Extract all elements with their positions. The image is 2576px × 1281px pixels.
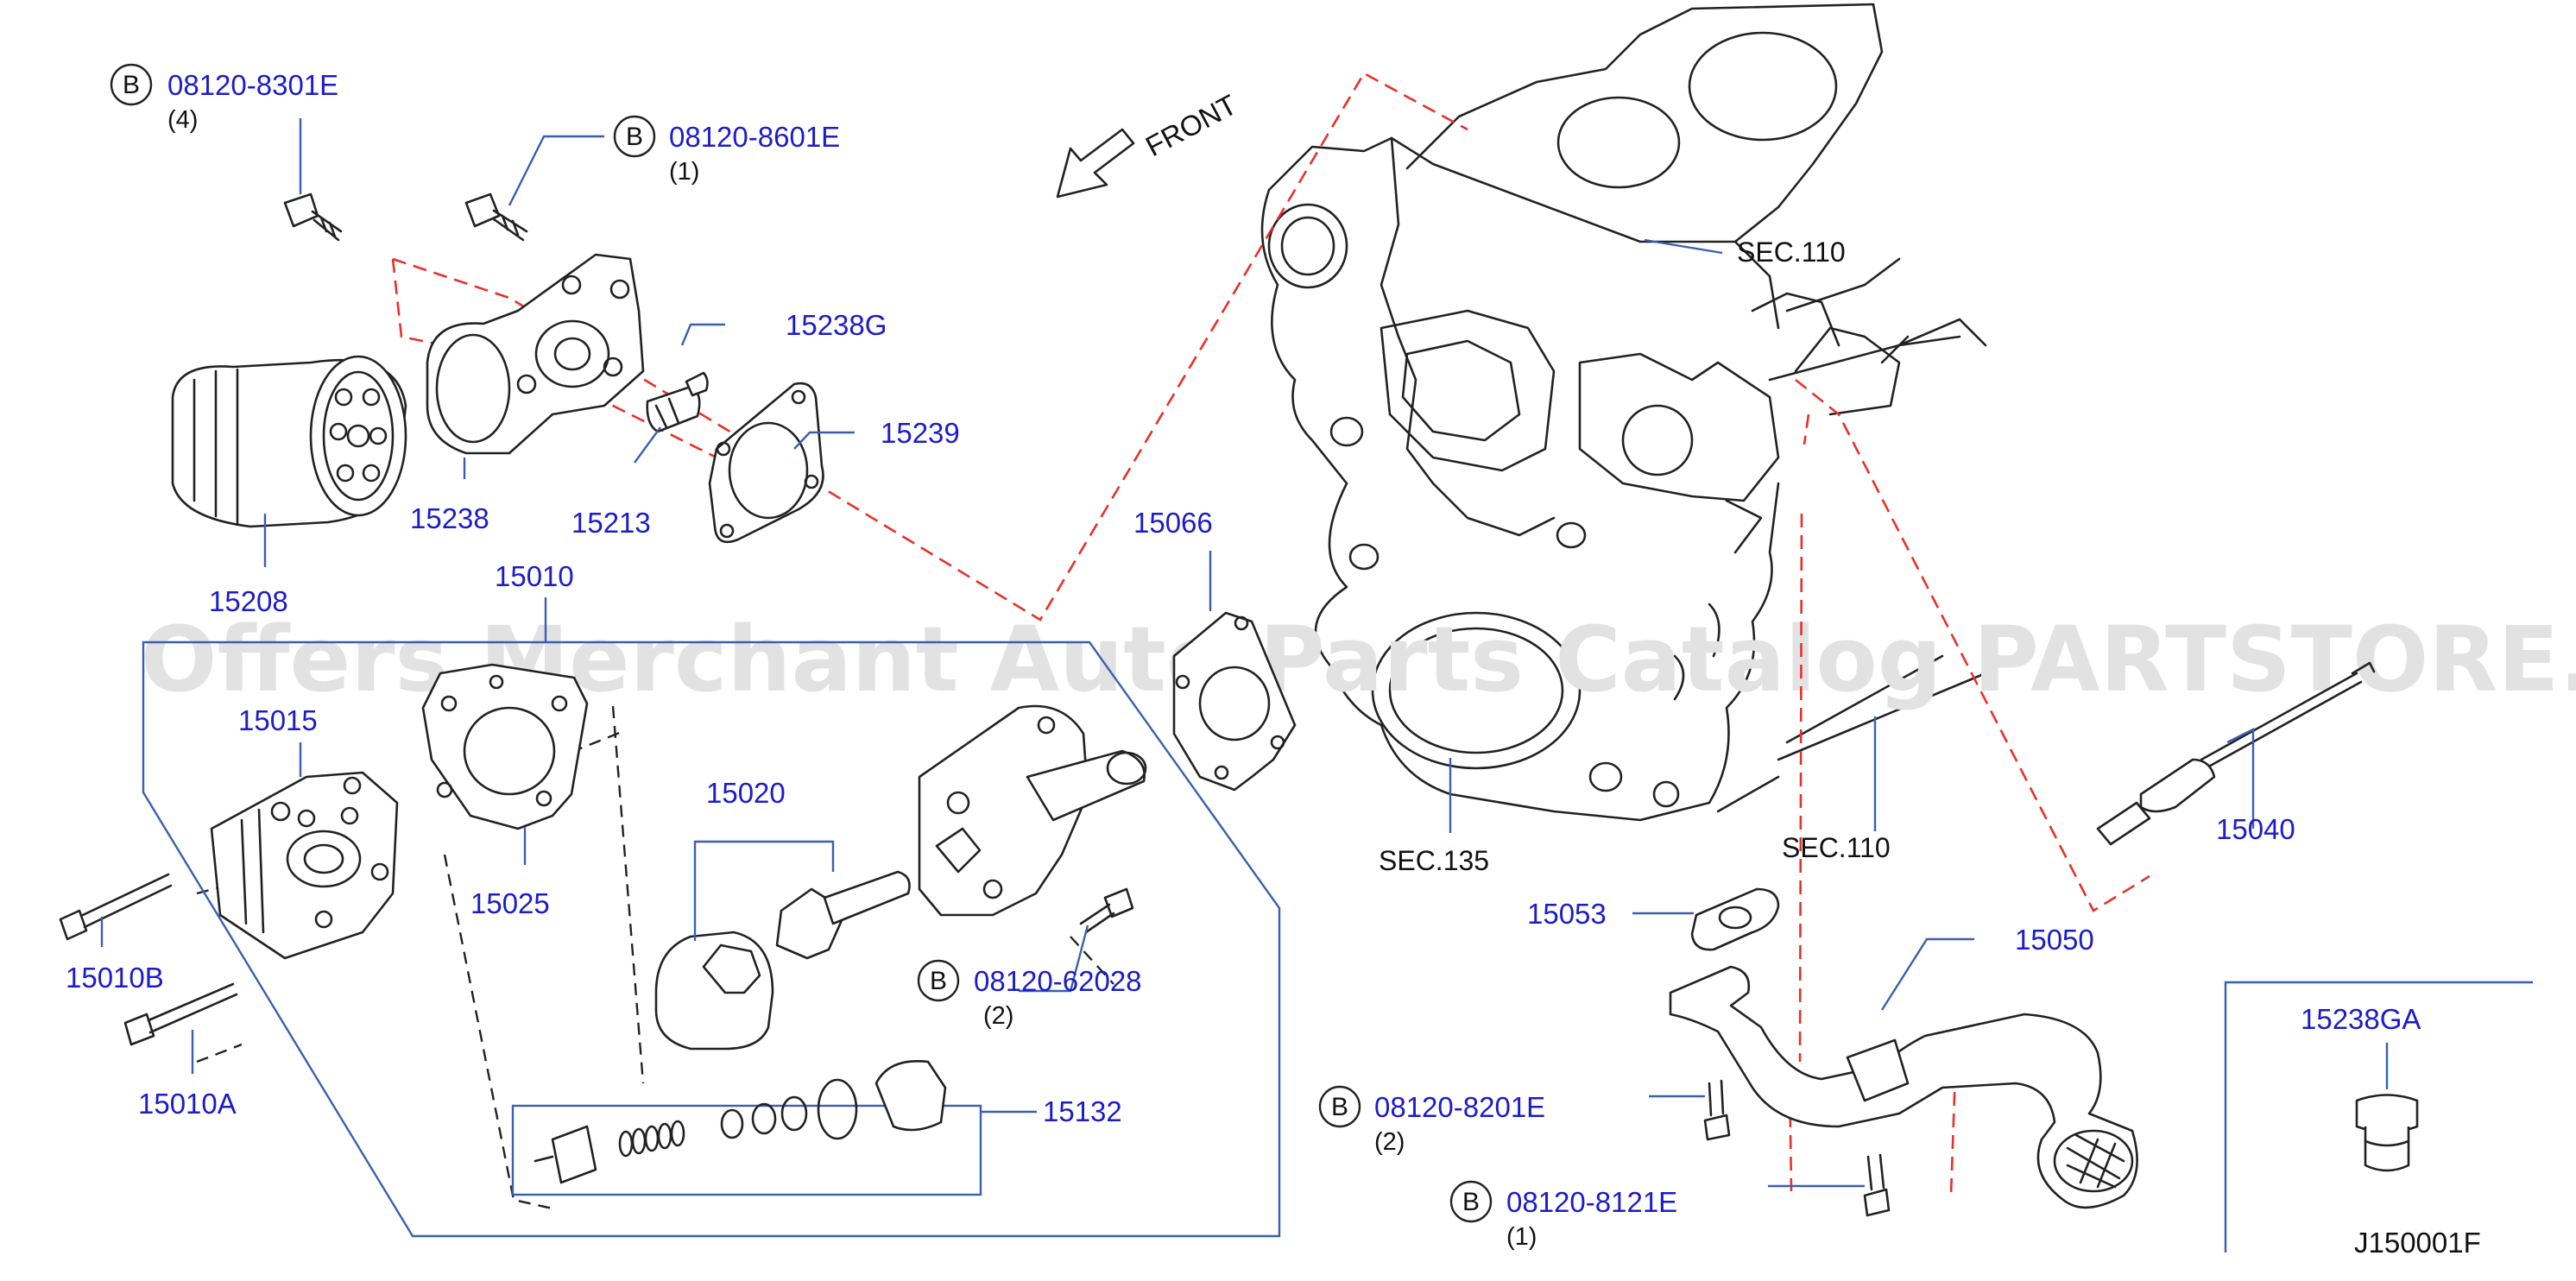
front-direction-arrow: FRONT [1056, 88, 1242, 199]
badge-b: B [917, 959, 960, 1002]
badge-b: B [110, 63, 153, 106]
bolt-08120-8201E[interactable] [1703, 1079, 1731, 1141]
part-label-15053[interactable]: 15053 [1527, 898, 1607, 930]
pump-body[interactable] [918, 704, 1147, 917]
pump-rotor-inner-15020[interactable] [775, 870, 911, 960]
relief-valve-kit-frame [511, 1104, 982, 1196]
bolt-label-08120-8121E[interactable]: 08120-8121E [1506, 1186, 1677, 1218]
svg-text:B: B [930, 967, 947, 995]
badge-b: B [1449, 1180, 1493, 1223]
bolt-qty-08120-8121E: (1) [1506, 1223, 1537, 1251]
drain-plug-15238GA[interactable] [2355, 1094, 2419, 1172]
part-label-15015[interactable]: 15015 [238, 704, 318, 736]
part-label-15010[interactable]: 15010 [495, 560, 574, 592]
bracket-plug-15238G[interactable] [685, 371, 709, 397]
filter-bracket-15238[interactable] [426, 253, 645, 455]
pump-assembly-dashed-line [196, 705, 1114, 1210]
leader-lines [100, 118, 2389, 1188]
svg-text:B: B [626, 123, 643, 151]
bolt-qty-08120-8301E: (4) [167, 106, 198, 134]
section-ref-sec110-bottom[interactable]: SEC.110 [1782, 832, 1891, 863]
drain-plug-frame [2224, 981, 2533, 1253]
part-label-15010A[interactable]: 15010A [138, 1088, 237, 1120]
part-label-15040[interactable]: 15040 [2216, 813, 2295, 845]
bolt-08120-8121E[interactable] [1863, 1153, 1891, 1217]
part-label-15238[interactable]: 15238 [410, 502, 489, 534]
front-label: FRONT [1140, 88, 1242, 162]
part-label-15066[interactable]: 15066 [1133, 507, 1213, 539]
svg-text:B: B [123, 71, 140, 99]
relief-valve-kit-15132[interactable] [534, 1060, 947, 1184]
pump-gasket-15025[interactable] [421, 663, 589, 830]
dipstick-15040[interactable] [2096, 661, 2376, 846]
part-label-15239[interactable]: 15239 [881, 417, 960, 449]
strainer-gasket-15053[interactable] [1690, 887, 1780, 951]
bolt-label-08120-62028[interactable]: 08120-62028 [974, 965, 1142, 997]
bolt-label-08120-8301E[interactable]: 08120-8301E [167, 69, 338, 101]
part-label-15213[interactable]: 15213 [571, 507, 651, 539]
bolt-qty-08120-8601E: (1) [669, 158, 699, 186]
bolt-08120-62028[interactable] [1079, 887, 1134, 934]
bolt-label-08120-8201E[interactable]: 08120-8201E [1374, 1091, 1545, 1123]
bolt-15010A[interactable] [123, 982, 238, 1046]
gasket-15239[interactable] [708, 382, 824, 544]
bolt-08120-8601E[interactable] [464, 192, 528, 242]
section-ref-sec135[interactable]: SEC.135 [1379, 845, 1489, 876]
part-label-15132[interactable]: 15132 [1043, 1095, 1122, 1127]
part-label-15025[interactable]: 15025 [470, 887, 550, 919]
mounting-path-line [391, 72, 2150, 912]
drain-path-line [1788, 513, 1957, 1196]
oil-filter-15208[interactable] [171, 355, 407, 528]
part-label-15020[interactable]: 15020 [706, 777, 786, 809]
pump-rotor-outer-15020[interactable] [654, 931, 774, 1051]
badge-b: B [613, 115, 656, 158]
part-label-15208[interactable]: 15208 [209, 585, 288, 617]
pump-assembly-outline [142, 640, 1281, 1238]
bolt-08120-8301E[interactable] [283, 192, 343, 242]
part-label-15050[interactable]: 15050 [2015, 924, 2094, 956]
part-label-15010B[interactable]: 15010B [66, 962, 164, 994]
bolt-label-08120-8601E[interactable]: 08120-8601E [669, 121, 840, 153]
bolt-15010B[interactable] [59, 873, 173, 941]
part-label-15238GA[interactable]: 15238GA [2301, 1003, 2421, 1035]
gasket-15066[interactable] [1172, 611, 1297, 792]
pump-cover-15015[interactable] [210, 771, 399, 960]
bolt-qty-08120-8201E: (2) [1374, 1128, 1405, 1156]
svg-text:B: B [1331, 1093, 1348, 1121]
badge-b: B [1318, 1085, 1361, 1128]
diagram-code: J150001F [2354, 1227, 2481, 1259]
part-label-15238G[interactable]: 15238G [786, 309, 887, 341]
engine-block-illustration [1260, 3, 1987, 822]
svg-text:B: B [1462, 1188, 1480, 1216]
section-ref-sec110-top[interactable]: SEC.110 [1737, 237, 1846, 268]
oil-strainer-15050[interactable] [1669, 965, 2138, 1209]
bolt-qty-08120-62028: (2) [983, 1002, 1013, 1030]
